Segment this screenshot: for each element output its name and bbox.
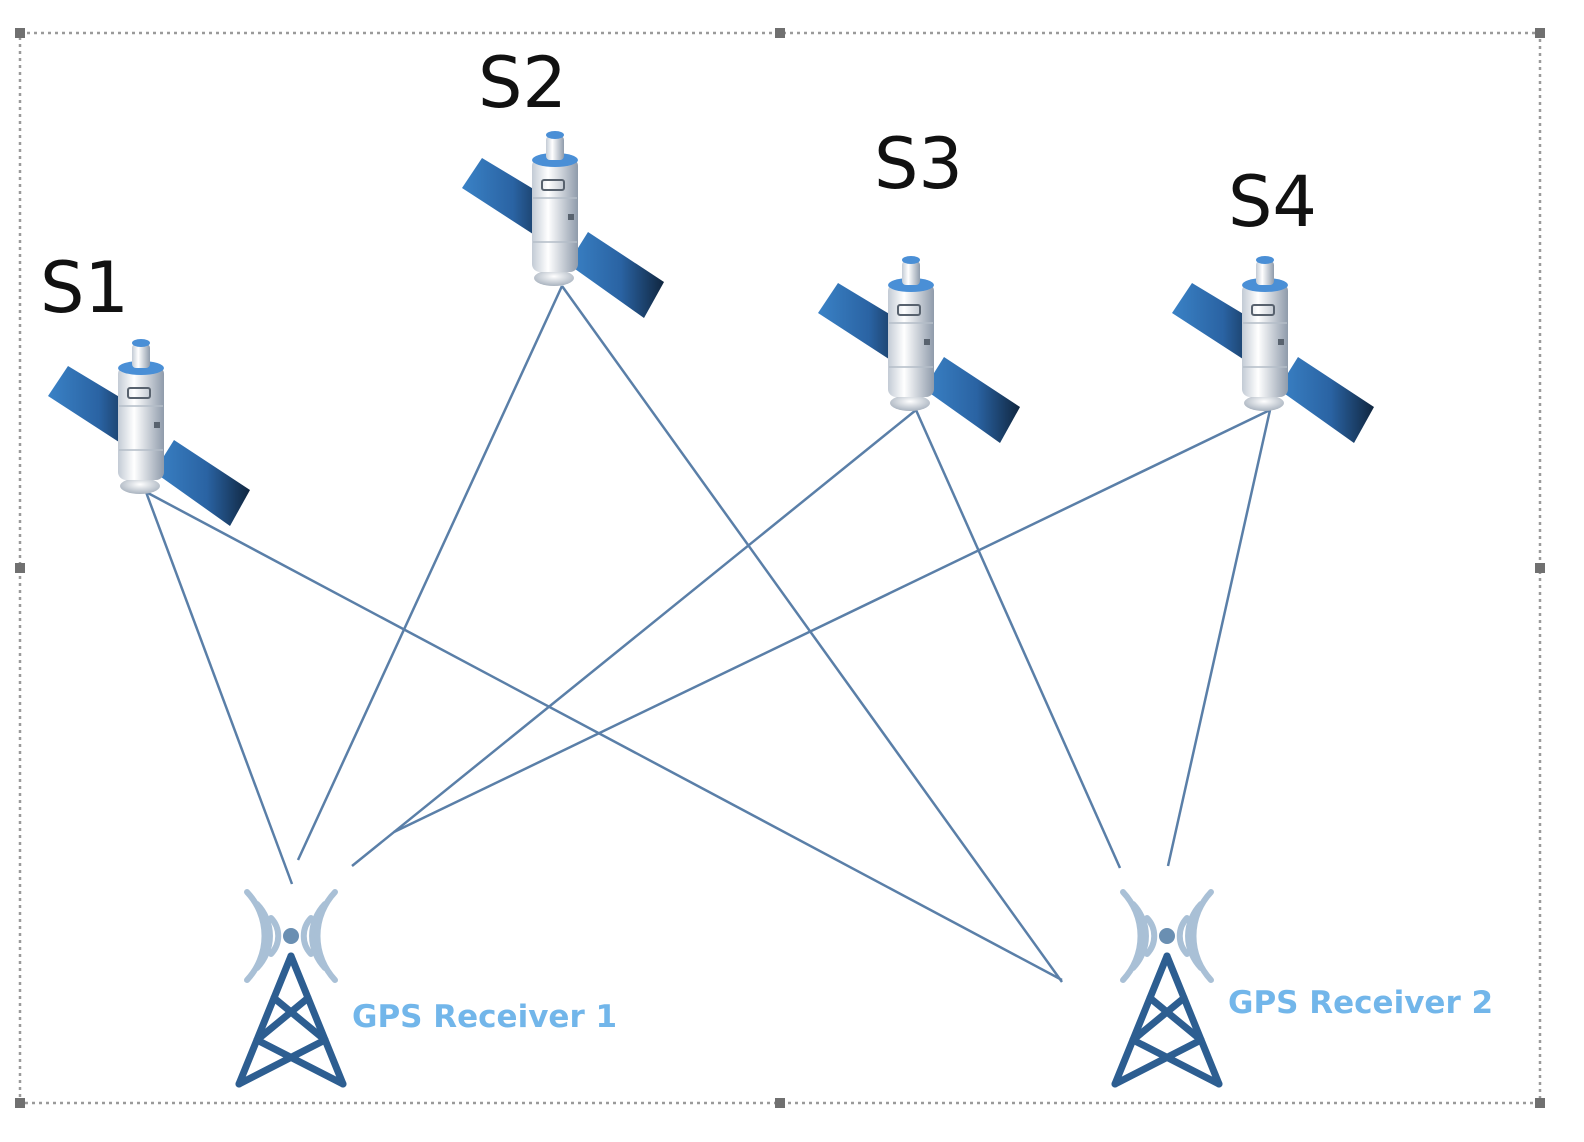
receiver-label-2: GPS Receiver 2: [1228, 985, 1493, 1021]
receiver-2: GPS Receiver 2: [1115, 892, 1493, 1084]
satellite-label-s1: S1: [40, 247, 129, 329]
signal-link-s4-r2: [1166, 409, 1272, 867]
signal-link-s2-r1: [296, 285, 564, 861]
frame-handle[interactable]: [775, 28, 785, 38]
satellites: S1 S2 S3 S4: [40, 42, 1375, 527]
satellite-s1: S1: [40, 247, 251, 527]
frame-handle[interactable]: [15, 1098, 25, 1108]
satellite-label-s4: S4: [1228, 161, 1317, 243]
receivers: GPS Receiver 1 GPS Receiver 2: [239, 892, 1493, 1084]
satellite-label-s3: S3: [874, 123, 963, 205]
satellite-s3: S3: [817, 123, 1021, 444]
frame-handles: [15, 28, 1545, 1108]
frame-handle[interactable]: [1535, 563, 1545, 573]
satellite-icon: [1171, 255, 1375, 444]
frame-handle[interactable]: [775, 1098, 785, 1108]
signal-link-s2-r2: [560, 285, 1064, 983]
frame-handle[interactable]: [1535, 28, 1545, 38]
satellite-icon: [461, 130, 665, 319]
signal-links: [144, 285, 1272, 983]
signal-link-s3-r1: [351, 409, 917, 867]
satellite-s4: S4: [1171, 161, 1375, 444]
radio-tower-icon: [1115, 892, 1219, 1084]
signal-link-s1-r2: [145, 490, 1063, 982]
receiver-1: GPS Receiver 1: [239, 892, 617, 1084]
signal-link-s1-r1: [144, 491, 294, 885]
radio-tower-icon: [239, 892, 343, 1084]
satellite-label-s2: S2: [478, 42, 567, 124]
frame-handle[interactable]: [1535, 1098, 1545, 1108]
receiver-label-1: GPS Receiver 1: [352, 999, 617, 1035]
signal-link-s4-r1: [393, 408, 1271, 834]
signal-link-s3-r2: [914, 409, 1122, 869]
satellite-s2: S2: [461, 42, 665, 319]
frame-handle[interactable]: [15, 563, 25, 573]
frame-handle[interactable]: [15, 28, 25, 38]
